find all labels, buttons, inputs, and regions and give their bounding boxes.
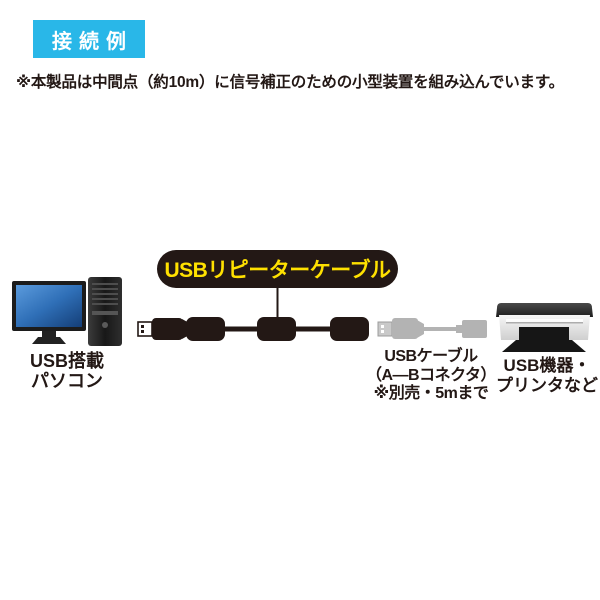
usb-ab-cable-icon xyxy=(377,318,487,339)
usb-repeater-cable-icon xyxy=(137,317,369,341)
section-title-text: 接続例 xyxy=(52,30,133,53)
device-caption-line1: USB機器・ xyxy=(503,356,591,375)
repeater-callout-label: USBリピーターケーブル xyxy=(164,259,391,282)
usb-cable-caption-line2: （A―Bコネクタ） xyxy=(366,366,496,384)
product-note-text: ※本製品は中間点（約10m）に信号補正のための小型装置を組み込んでいます。 xyxy=(16,74,564,91)
pc-caption-line1: USB搭載 xyxy=(29,351,104,371)
device-caption: USB機器・ プリンタなど xyxy=(486,356,600,395)
usb-cable-caption: USBケーブル （A―Bコネクタ） ※別売・5mまで xyxy=(352,348,510,404)
pc-caption-line2: パソコン xyxy=(31,371,103,391)
section-title-badge: 接続例 xyxy=(33,20,145,58)
pc-caption: USB搭載 パソコン xyxy=(7,351,127,391)
usb-cable-caption-line3: ※別売・5mまで xyxy=(373,385,489,402)
device-caption-line2: プリンタなど xyxy=(496,375,598,395)
usb-cable-caption-line1: USBケーブル xyxy=(384,348,478,365)
repeater-callout xyxy=(157,250,398,318)
printer-icon xyxy=(496,303,593,352)
desktop-computer-icon xyxy=(12,277,122,346)
